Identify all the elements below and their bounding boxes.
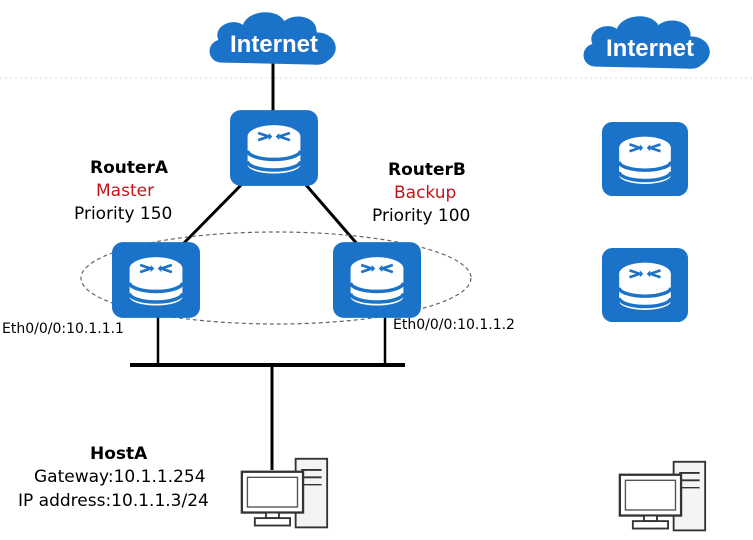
routera-router-icon xyxy=(112,242,200,318)
right-pc-icon xyxy=(618,460,707,532)
routerb-router-icon xyxy=(333,242,421,318)
routerb-name: RouterB xyxy=(388,160,466,180)
internet-label-right: Internet xyxy=(606,35,694,62)
core-router-icon xyxy=(230,110,318,186)
internet-label-left: Internet xyxy=(230,31,318,58)
routera-priority: Priority 150 xyxy=(74,204,173,224)
hosta-ip: IP address:10.1.1.3/24 xyxy=(18,491,209,511)
right-top-router-icon xyxy=(601,122,689,196)
routera-interface: Eth0/0/0:10.1.1.1 xyxy=(2,321,124,337)
routerb-interface: Eth0/0/0:10.1.1.2 xyxy=(393,317,515,333)
hosta-gateway: Gateway:10.1.1.254 xyxy=(34,467,206,487)
hosta-name: HostA xyxy=(90,444,148,464)
internet-cloud-left: Internet xyxy=(209,12,336,65)
link-core-routera xyxy=(180,176,250,247)
link-core-routerb xyxy=(298,177,360,246)
internet-cloud-right: Internet xyxy=(583,16,710,69)
hosta-pc-icon xyxy=(240,457,329,529)
routerb-priority: Priority 100 xyxy=(372,206,471,226)
vrrp-group-ellipse xyxy=(80,231,472,325)
routera-name: RouterA xyxy=(90,158,169,178)
routerb-role: Backup xyxy=(394,183,457,203)
right-bottom-router-icon xyxy=(601,248,689,322)
routera-role: Master xyxy=(96,181,155,201)
